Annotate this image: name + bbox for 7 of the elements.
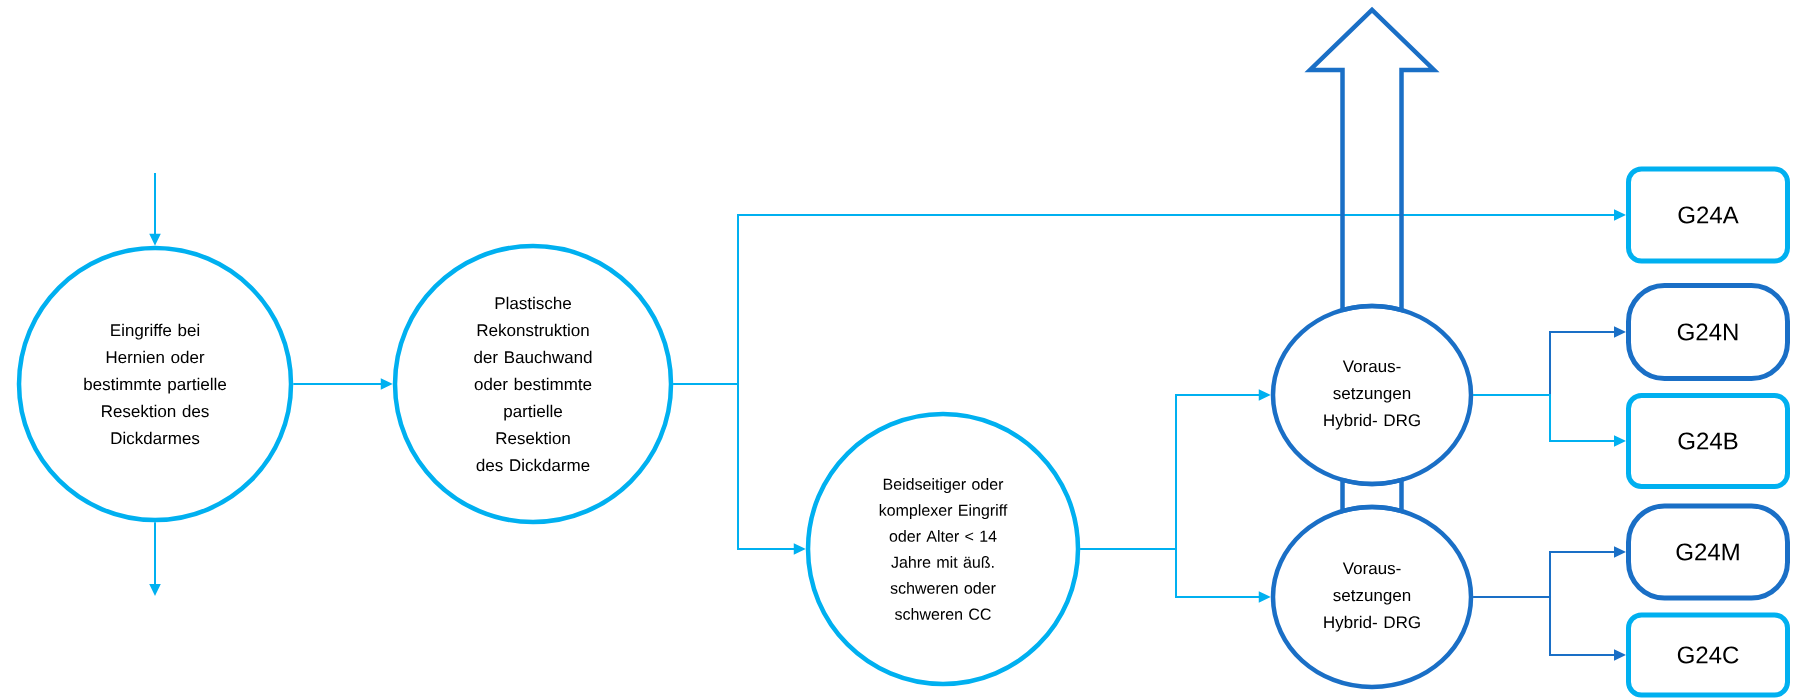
result-box: G24M [1626, 503, 1790, 601]
result-box: G24A [1626, 166, 1790, 264]
result-box: G24N [1626, 283, 1790, 381]
hollow-arrow [1307, 7, 1437, 313]
result-box: G24B [1626, 393, 1790, 489]
result-box: G24C [1626, 612, 1790, 698]
double-line-connector [1340, 477, 1404, 514]
